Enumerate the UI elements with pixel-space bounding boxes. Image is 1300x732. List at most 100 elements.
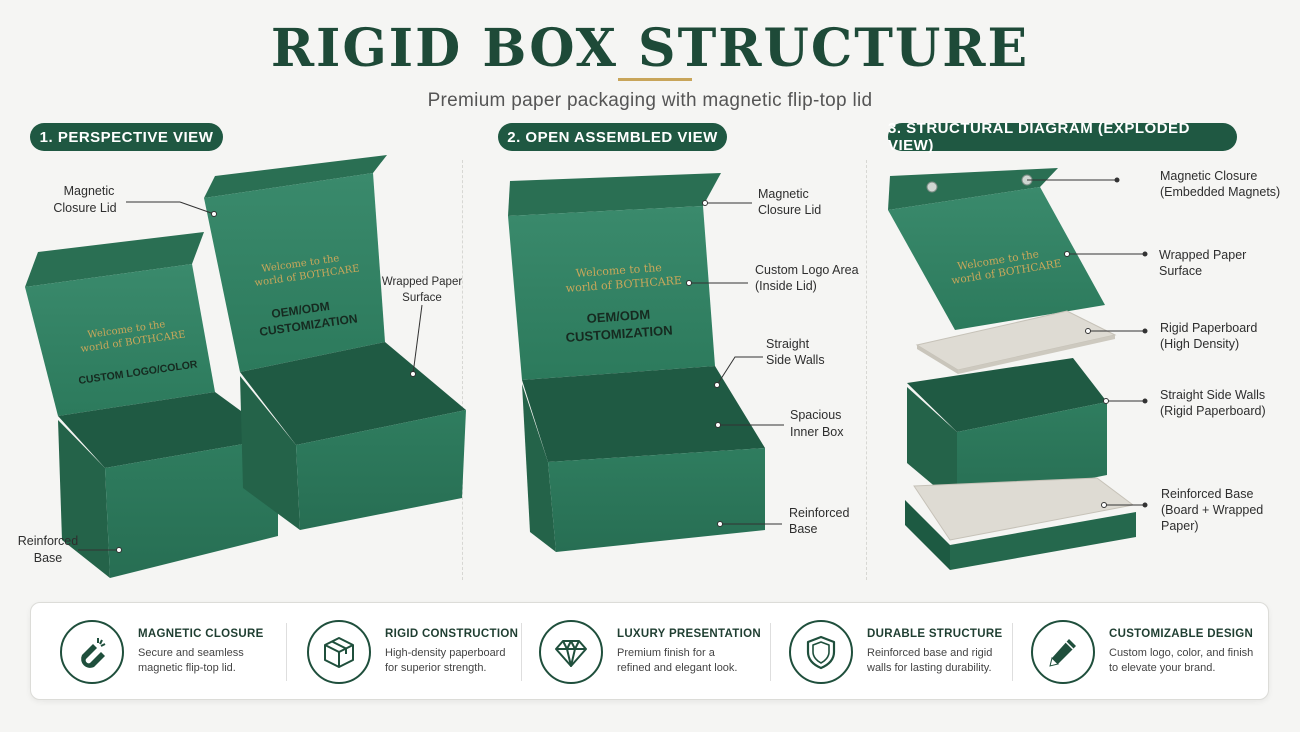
callout-side-walls: Straight Side Walls (Rigid Paperboard)	[1103, 388, 1266, 418]
page-subtitle: Premium paper packaging with magnetic fl…	[427, 90, 873, 111]
callout-label: Surface	[402, 292, 442, 304]
diamond-icon	[539, 620, 603, 684]
diagram-canvas: Welcome to the world of BOTHCARE CUSTOM …	[18, 155, 1280, 578]
callout-label: Rigid Paperboard	[1160, 321, 1257, 335]
callout-label: Base	[789, 522, 818, 536]
base-wrap-side	[905, 500, 950, 570]
box-inner	[522, 366, 765, 462]
lid-edge	[508, 173, 721, 216]
box-front	[548, 448, 765, 552]
callout-reinforced-base: Reinforced Base (Board + Wrapped Paper)	[1101, 487, 1263, 533]
callout-reinforced-base: Reinforced Base	[18, 534, 122, 565]
exploded-base-board	[905, 477, 1136, 570]
page-title: RIGID BOX STRUCTURE	[270, 18, 1030, 79]
callout-label: Custom Logo Area	[755, 263, 859, 277]
callout-label: Reinforced	[18, 534, 78, 548]
section-divider	[866, 160, 867, 580]
callout-label: Closure Lid	[758, 203, 821, 217]
box-inner	[240, 342, 466, 445]
feature-magnetic-closure: MAGNETIC CLOSURE Secure and seamless mag…	[60, 603, 266, 701]
feature-title: CUSTOMIZABLE DESIGN	[1109, 628, 1254, 640]
callout-label: Magnetic	[64, 184, 115, 198]
feature-desc: Secure and seamless magnetic flip-top li…	[138, 647, 244, 674]
lid-edge	[204, 155, 387, 198]
assembled-box: Welcome to the world of BOTHCARE OEM/ODM…	[508, 173, 765, 552]
box-print-customization: CUSTOMIZATION	[565, 323, 673, 345]
callout-label: Reinforced	[789, 506, 849, 520]
callout-label: Reinforced Base	[1161, 487, 1253, 501]
feature-luxury-presentation: LUXURY PRESENTATION Premium finish for a…	[539, 603, 761, 701]
callout-label: Surface	[1159, 264, 1202, 278]
feature-title: MAGNETIC CLOSURE	[138, 628, 264, 640]
callout-label: Magnetic Closure	[1160, 169, 1257, 183]
perspective-box-small: Welcome to the world of BOTHCARE CUSTOM …	[25, 232, 278, 578]
feature-title: LUXURY PRESENTATION	[617, 628, 761, 640]
feature-desc: Premium finish for a refined and elegant…	[617, 647, 738, 674]
box-print-welcome: Welcome to the	[575, 261, 662, 280]
pencil-icon	[1031, 620, 1095, 684]
exploded-lid: Welcome to the world of BOTHCARE	[888, 168, 1105, 330]
section-divider	[462, 160, 463, 580]
callout-wrapped-paper: Wrapped Paper Surface	[1064, 248, 1246, 278]
callout-label: (Rigid Paperboard)	[1160, 404, 1266, 418]
box-side	[522, 384, 556, 552]
callout-label: (Embedded Magnets)	[1160, 185, 1280, 199]
box-side	[907, 387, 957, 505]
inner-lid	[204, 173, 385, 372]
feature-durable-structure: DURABLE STRUCTURE Reinforced base and ri…	[789, 603, 1002, 701]
callout-label: Straight Side Walls	[1160, 388, 1265, 402]
callout-logo-area: Custom Logo Area (Inside Lid)	[686, 263, 859, 293]
section-label-exploded: 3. STRUCTURAL DIAGRAM (EXPLODED VIEW)	[888, 120, 1237, 154]
section-label-perspective: 1. PERSPECTIVE VIEW	[30, 123, 223, 151]
callout-label: Inner Box	[790, 425, 844, 439]
callout-label: (Inside Lid)	[755, 279, 817, 293]
feature-rigid-construction: RIGID CONSTRUCTION High-density paperboa…	[307, 603, 518, 701]
base-wrap-front	[950, 512, 1136, 570]
callout-label: Magnetic	[758, 187, 809, 201]
callout-magnetic-lid: Magnetic Closure Lid	[702, 187, 821, 217]
feature-customizable-design: CUSTOMIZABLE DESIGN Custom logo, color, …	[1031, 603, 1254, 701]
feature-separator	[770, 623, 771, 681]
feature-title: DURABLE STRUCTURE	[867, 628, 1003, 640]
box-inner	[58, 392, 278, 468]
lid-panel	[888, 187, 1105, 330]
feature-title: RIGID CONSTRUCTION	[385, 628, 519, 640]
callout-inner-box: Spacious Inner Box	[715, 408, 844, 439]
callout-label: (High Density)	[1160, 337, 1239, 351]
callout-label: Straight	[766, 337, 810, 351]
callout-label: Spacious	[790, 408, 841, 422]
section-label-assembled: 2. OPEN ASSEMBLED VIEW	[498, 123, 727, 151]
callout-wrapped-surface: Wrapped Paper Surface	[382, 276, 463, 377]
magnet-icon	[60, 620, 124, 684]
lid-edge	[888, 168, 1058, 210]
feature-separator	[286, 623, 287, 681]
box-side	[58, 420, 110, 578]
callout-label: Base	[34, 551, 63, 565]
box-front	[296, 410, 466, 530]
box-inner	[907, 358, 1107, 432]
feature-separator	[1012, 623, 1013, 681]
magnet	[926, 181, 938, 193]
callout-rigid-paperboard: Rigid Paperboard (High Density)	[1085, 321, 1257, 351]
box-front	[105, 438, 278, 578]
callout-label: Wrapped Paper	[1159, 248, 1246, 262]
feature-desc: Custom logo, color, and finish to elevat…	[1109, 647, 1254, 674]
box-icon	[307, 620, 371, 684]
title-underline	[618, 78, 692, 81]
callout-label: (Board + Wrapped	[1161, 503, 1263, 517]
callout-label: Wrapped Paper	[382, 276, 463, 288]
inner-lid	[508, 206, 715, 380]
callout-magnets: Magnetic Closure (Embedded Magnets)	[1027, 169, 1280, 199]
callout-label: Closure Lid	[53, 201, 116, 215]
box-print-oem: OEM/ODM	[586, 307, 650, 326]
shield-icon	[789, 620, 853, 684]
feature-separator	[521, 623, 522, 681]
callout-label: Side Walls	[766, 353, 825, 367]
callout-side-walls: Straight Side Walls	[714, 337, 825, 388]
exploded-paperboard	[915, 310, 1117, 374]
lid-edge	[25, 232, 204, 287]
callout-reinforced-base: Reinforced Base	[717, 506, 849, 536]
callout-magnetic-lid: Magnetic Closure Lid	[53, 184, 217, 217]
features-bar: MAGNETIC CLOSURE Secure and seamless mag…	[30, 602, 1269, 700]
paperboard	[915, 310, 1117, 371]
